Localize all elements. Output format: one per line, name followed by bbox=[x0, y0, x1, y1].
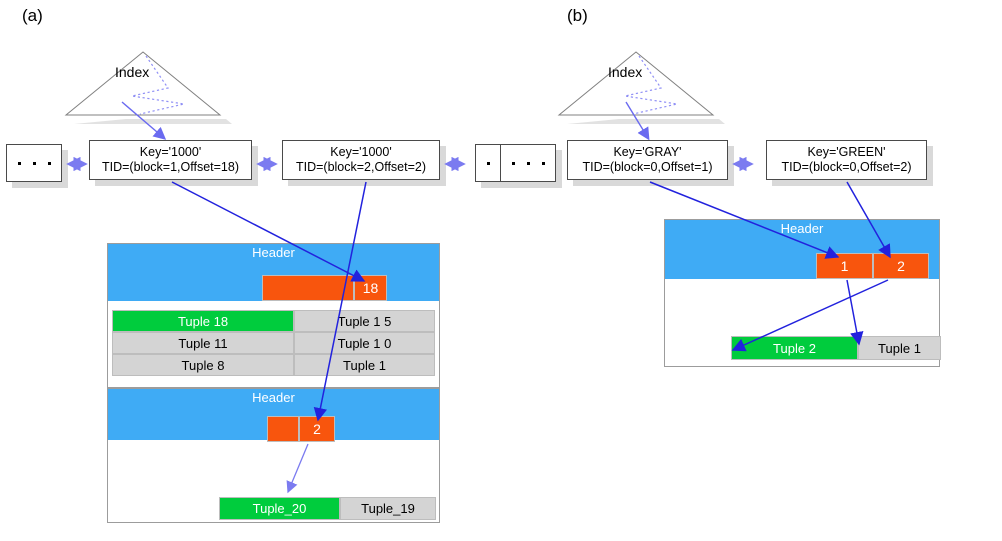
index-entry-key: Key='1000' bbox=[139, 145, 202, 159]
index-entry-key: Key='GRAY' bbox=[613, 145, 682, 159]
arrow-slot2-to-tuple2 bbox=[731, 279, 889, 352]
index-entry-tid: TID=(block=0,Offset=2) bbox=[781, 160, 912, 174]
index-entry-a-2[interactable]: Key='1000' TID=(block=2,Offset=2) bbox=[282, 140, 440, 180]
slot-pointer-empty[interactable] bbox=[262, 275, 354, 301]
heap-block-a-2-slots: 2 bbox=[267, 416, 335, 442]
tuple-cell[interactable]: Tuple_20 bbox=[219, 497, 340, 520]
tuple-cell[interactable]: Tuple 11 bbox=[112, 332, 294, 354]
index-to-entry-arrow-b bbox=[625, 101, 650, 141]
arrow-gray-to-slot1 bbox=[649, 181, 840, 259]
dot-icon bbox=[511, 161, 515, 165]
index-triangle-b bbox=[557, 51, 725, 124]
arrow-entry1-to-slot18 bbox=[171, 181, 366, 282]
ellipsis-box-a-left bbox=[6, 144, 62, 182]
slot-pointer-2[interactable]: 2 bbox=[299, 416, 335, 442]
arrow-green-to-slot2 bbox=[846, 181, 891, 259]
slot-pointer-empty[interactable] bbox=[267, 416, 299, 442]
ellipsis-box-b-left bbox=[500, 144, 556, 182]
entry-link-a-2 bbox=[256, 156, 278, 172]
dot-icon bbox=[47, 161, 51, 165]
arrow-entry2-to-slot2 bbox=[313, 181, 367, 422]
slot-pointer-18[interactable]: 18 bbox=[354, 275, 387, 301]
arrow-slot2-to-tuple20 bbox=[286, 443, 309, 494]
index-entry-key: Key='1000' bbox=[330, 145, 392, 159]
arrow-slot1-to-tuple1 bbox=[846, 279, 864, 346]
dot-icon bbox=[541, 161, 545, 165]
index-entry-a-1[interactable]: Key='1000' TID=(block=1,Offset=18) bbox=[89, 140, 252, 180]
tuple-cell[interactable]: Tuple 1 bbox=[294, 354, 435, 376]
index-entry-key: Key='GREEN' bbox=[807, 145, 886, 159]
dot-icon bbox=[526, 161, 530, 165]
panel-label-a: (a) bbox=[22, 6, 43, 25]
index-label-a: Index bbox=[115, 64, 150, 80]
tuple-cell[interactable]: Tuple 18 bbox=[112, 310, 294, 332]
entry-link-b-1 bbox=[732, 156, 754, 172]
dot-icon bbox=[32, 161, 36, 165]
tuple-cell[interactable]: Tuple 1 bbox=[858, 336, 941, 360]
entry-link-a-1 bbox=[66, 156, 88, 172]
tuple-cell[interactable]: Tuple 2 bbox=[731, 336, 858, 360]
dot-icon bbox=[486, 161, 490, 165]
entry-link-a-3 bbox=[444, 156, 466, 172]
index-entry-tid: TID=(block=0,Offset=1) bbox=[582, 160, 713, 174]
index-to-entry-arrow-a bbox=[121, 101, 167, 140]
index-entry-tid: TID=(block=1,Offset=18) bbox=[102, 160, 239, 174]
panel-label-b: (b) bbox=[567, 6, 588, 25]
heap-block-a-1-slots: 18 bbox=[262, 275, 387, 301]
dot-icon bbox=[17, 161, 21, 165]
tuple-cell[interactable]: Tuple 8 bbox=[112, 354, 294, 376]
index-label-b: Index bbox=[608, 64, 643, 80]
index-triangle-a bbox=[64, 51, 232, 124]
tuple-cell[interactable]: Tuple_19 bbox=[340, 497, 436, 520]
index-entry-b-gray[interactable]: Key='GRAY' TID=(block=0,Offset=1) bbox=[567, 140, 728, 180]
tuple-cell[interactable]: Tuple 1 0 bbox=[294, 332, 435, 354]
index-entry-b-green[interactable]: Key='GREEN' TID=(block=0,Offset=2) bbox=[766, 140, 927, 180]
index-entry-tid: TID=(block=2,Offset=2) bbox=[295, 160, 427, 174]
tuple-cell[interactable]: Tuple 1 5 bbox=[294, 310, 435, 332]
